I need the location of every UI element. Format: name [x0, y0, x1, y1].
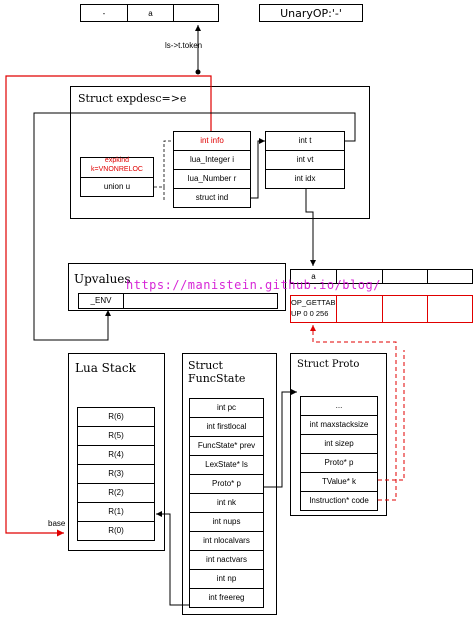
- base-label: base: [48, 519, 66, 528]
- lua-stack-title: Lua Stack: [75, 361, 136, 375]
- proto-field: Proto* p: [300, 453, 378, 473]
- token-cell-a: a: [127, 4, 174, 22]
- expkind-label: expkind: [104, 157, 130, 164]
- proto-title: Struct Proto: [297, 359, 360, 370]
- ind-field-vt: int vt: [265, 150, 345, 170]
- unaryop-box: UnaryOP:'-': [259, 4, 363, 22]
- stack-slot: R(5): [77, 426, 155, 446]
- expkind-value: k=VNONRELOC: [91, 166, 143, 173]
- funcstate-field: FuncState* prev: [189, 436, 264, 456]
- code-cell-4: [427, 295, 473, 323]
- funcstate-field: int nups: [189, 512, 264, 532]
- token-cell-empty: [173, 4, 219, 22]
- proto-field: ...: [300, 396, 378, 416]
- funcstate-title-line1: Struct: [188, 359, 223, 372]
- proto-field: Instruction* code: [300, 491, 378, 511]
- funcstate-field: LexState* ls: [189, 455, 264, 475]
- funcstate-field: int freereg: [189, 588, 264, 608]
- proto-field: int sizep: [300, 434, 378, 454]
- union-field-ind: struct ind: [173, 188, 251, 208]
- funcstate-field: int firstlocal: [189, 417, 264, 437]
- funcstate-field: Proto* p: [189, 474, 264, 494]
- code-top-cell-4: [427, 269, 473, 284]
- expdesc-title: Struct expdesc=>e: [78, 92, 187, 105]
- upvalues-title: Upvalues: [74, 272, 131, 286]
- funcstate-field: int pc: [189, 398, 264, 418]
- stack-slot: R(4): [77, 445, 155, 465]
- watermark: https://manistein.github.io/blog/: [126, 278, 381, 292]
- union-field-number: lua_Number r: [173, 169, 251, 189]
- stack-slot: R(2): [77, 483, 155, 503]
- token-pointer-dot: [195, 69, 201, 75]
- token-cell-minus: -: [80, 4, 128, 22]
- proto-field: int maxstacksize: [300, 415, 378, 435]
- union-field-info: int info: [173, 131, 251, 151]
- upvalue-next-cell: [123, 293, 278, 309]
- funcstate-field: int nk: [189, 493, 264, 513]
- stack-slot: R(6): [77, 407, 155, 427]
- stack-slot: R(0): [77, 521, 155, 541]
- funcstate-field: int nactvars: [189, 550, 264, 570]
- proto-field: TValue* k: [300, 472, 378, 492]
- union-u-box: union u: [80, 177, 154, 197]
- code-cell-3: [382, 295, 428, 323]
- funcstate-field: int nlocalvars: [189, 531, 264, 551]
- union-field-integer: lua_Integer i: [173, 150, 251, 170]
- upvalue-env-cell: _ENV: [78, 293, 124, 309]
- ind-field-t: int t: [265, 131, 345, 151]
- code-op-args: UP 0 0 256: [291, 309, 329, 318]
- code-top-cell-3: [382, 269, 428, 284]
- ls-token-label: ls->t.token: [165, 41, 203, 50]
- code-op-name: OP_GETTAB: [291, 298, 336, 307]
- funcstate-field: int np: [189, 569, 264, 589]
- funcstate-title-line2: FuncState: [188, 372, 246, 385]
- stack-slot: R(3): [77, 464, 155, 484]
- stack-slot: R(1): [77, 502, 155, 522]
- code-cell-2: [336, 295, 383, 323]
- ind-field-idx: int idx: [265, 169, 345, 189]
